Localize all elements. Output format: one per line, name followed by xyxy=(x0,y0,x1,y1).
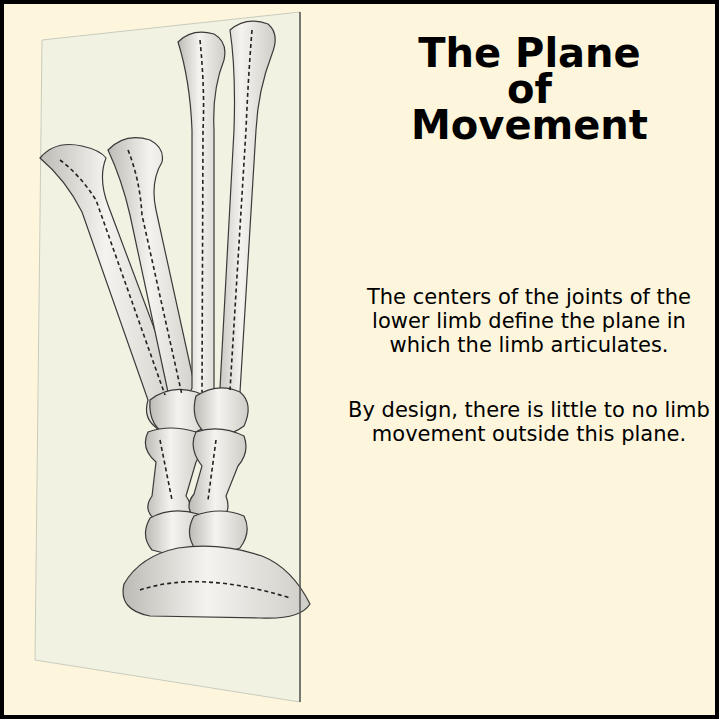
plane-edge xyxy=(299,12,301,702)
bones xyxy=(40,21,310,618)
title: The Plane of Movement xyxy=(407,35,652,143)
bone-contour-lines xyxy=(60,30,290,598)
description-text: By design, there is little to no limb mo… xyxy=(340,398,718,446)
description-text: The centers of the joints of the lower l… xyxy=(340,285,718,357)
